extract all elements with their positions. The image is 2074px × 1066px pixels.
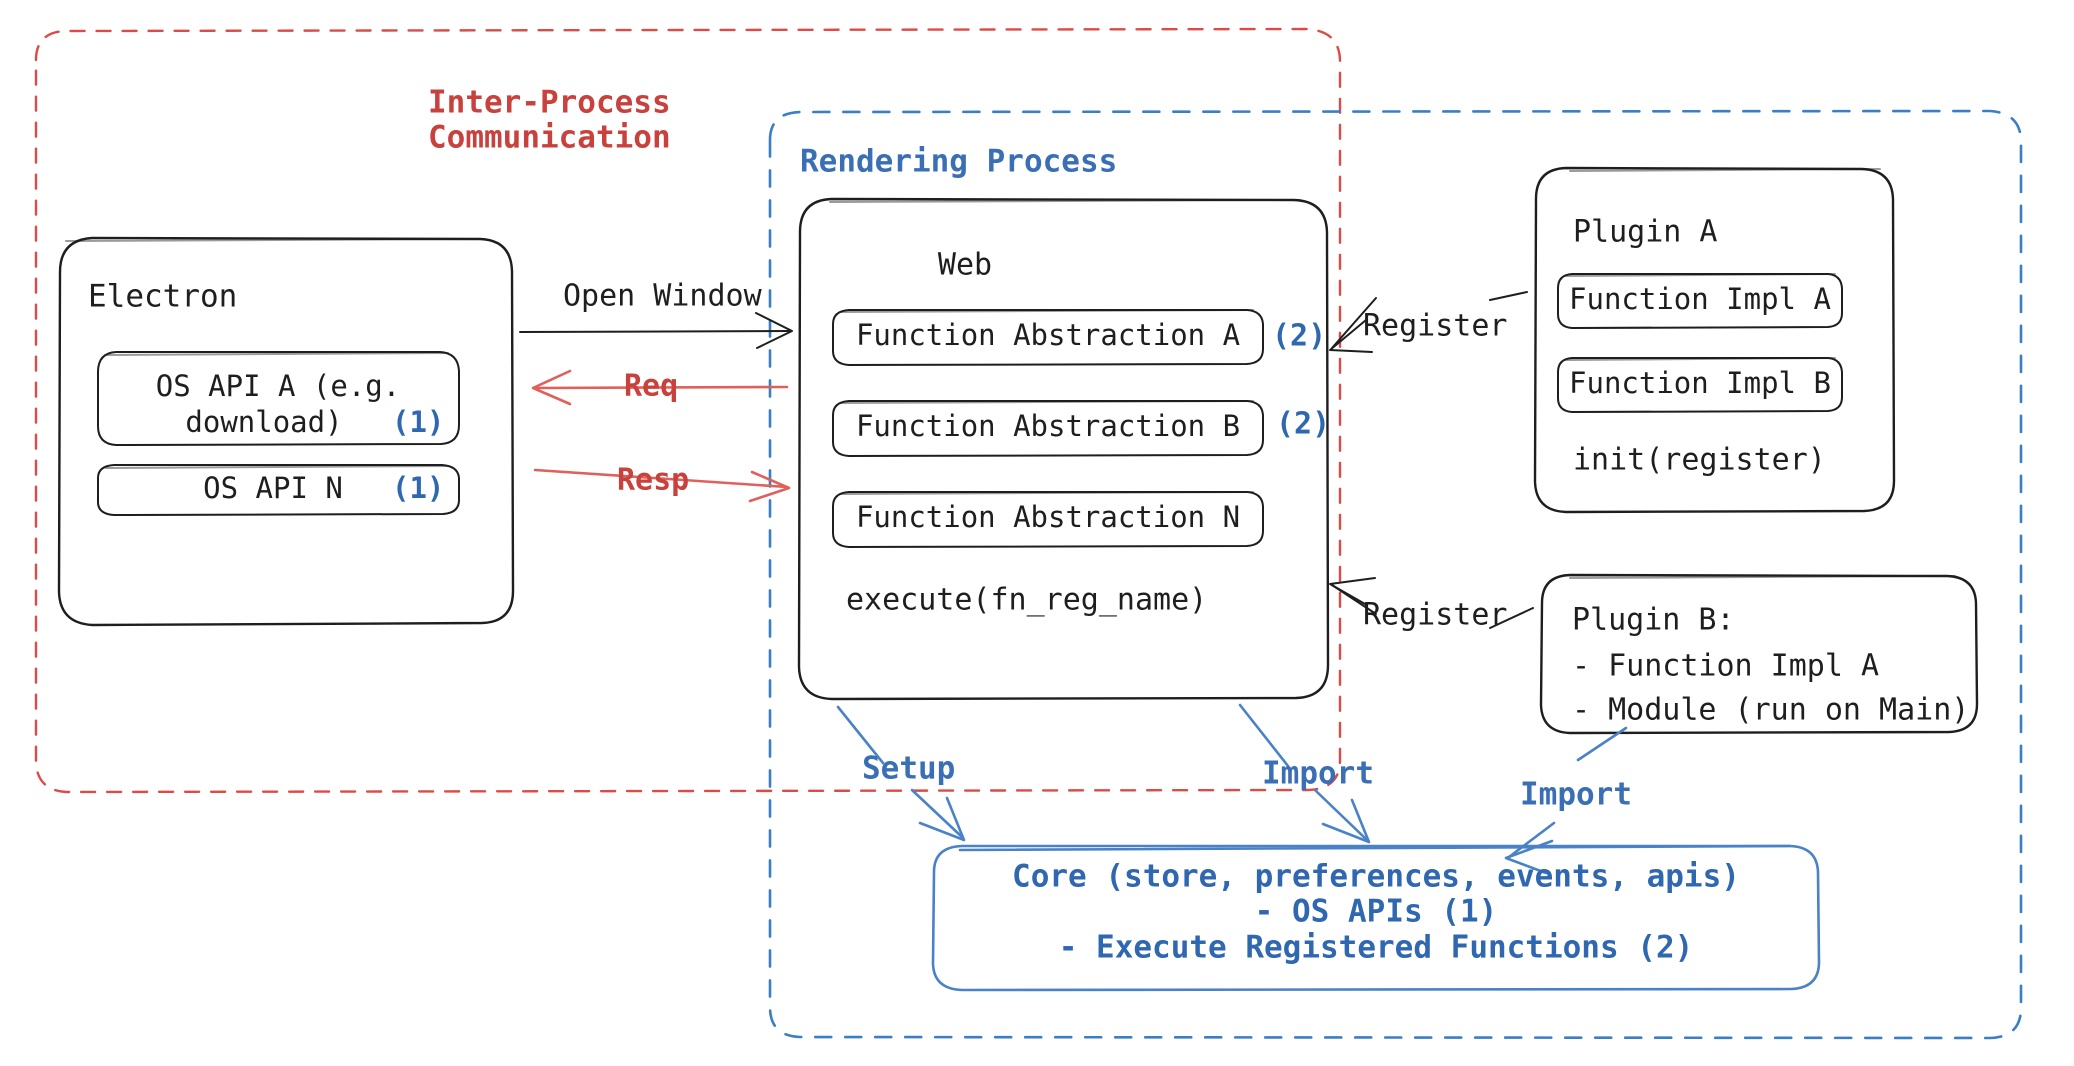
electron-item-os-api-a-marker: (1): [392, 405, 444, 439]
plugin-a-item-fn-impl-b[interactable]: [1557, 357, 1843, 413]
setup-arrow: [836, 705, 966, 842]
plugin-a-item-fn-impl-a-label: Function Impl A: [1569, 282, 1831, 316]
web-item-fn-abstraction-b-marker: (2): [1276, 407, 1330, 442]
ipc-label-line1: Inter-Process: [428, 85, 671, 121]
ipc-region: [34, 27, 1342, 794]
ipc-label-line2: Communication: [428, 120, 671, 156]
resp-label: Resp: [617, 463, 689, 498]
plugin-b-line-2: - Function Impl A: [1572, 649, 1879, 684]
web-title: Web: [938, 248, 992, 283]
web-item-fn-abstraction-n-label: Function Abstraction N: [856, 500, 1240, 534]
electron-box[interactable]: [57, 236, 515, 627]
resp-arrow: [533, 468, 791, 503]
electron-item-os-api-a-label-line1: OS API A (e.g.: [156, 369, 400, 403]
web-item-fn-abstraction-n[interactable]: [832, 491, 1264, 548]
req-label: Req: [624, 369, 678, 404]
web-item-fn-abstraction-a-label: Function Abstraction A: [856, 318, 1240, 352]
core-line-1: Core (store, preferences, events, apis): [1012, 859, 1740, 895]
rendering-process-region: [768, 109, 2023, 1040]
register-b-arrow: [1329, 577, 1534, 629]
plugin-b-line-3: - Module (run on Main): [1572, 693, 1969, 728]
import-web-label: Import: [1262, 756, 1374, 792]
electron-item-os-api-n-marker: (1): [392, 471, 444, 505]
electron-item-os-api-n-label: OS API N: [203, 471, 343, 505]
electron-item-os-api-a[interactable]: [97, 351, 460, 446]
core-line-3: - Execute Registered Functions (2): [1059, 930, 1694, 966]
web-box[interactable]: [797, 197, 1330, 701]
import-web-arrow: [1238, 703, 1371, 844]
register-a-label: Register: [1363, 309, 1508, 344]
register-b-label: Register: [1363, 598, 1508, 633]
plugin-a-title: Plugin A: [1573, 215, 1718, 250]
plugin-a-item-fn-impl-b-label: Function Impl B: [1569, 366, 1831, 400]
setup-label: Setup: [862, 751, 955, 787]
core-box[interactable]: [931, 844, 1821, 992]
plugin-a-footer-init: init(register): [1573, 443, 1826, 478]
plugin-b-box[interactable]: [1539, 573, 1979, 735]
web-item-fn-abstraction-b-label: Function Abstraction B: [856, 409, 1240, 443]
core-line-2: - OS APIs (1): [1255, 894, 1498, 930]
web-item-fn-abstraction-b[interactable]: [832, 400, 1264, 457]
open-window-label: Open Window: [563, 279, 763, 314]
plugin-b-line-1: Plugin B:: [1572, 603, 1735, 638]
register-a-arrow: [1329, 291, 1528, 353]
import-plugin-b-label: Import: [1520, 777, 1632, 813]
open-window-arrow: [519, 312, 793, 349]
req-arrow: [531, 369, 789, 406]
electron-item-os-api-a-label-line2: download): [185, 405, 342, 439]
electron-title: Electron: [88, 279, 237, 315]
web-footer-execute: execute(fn_reg_name): [846, 583, 1207, 618]
web-item-fn-abstraction-a-marker: (2): [1272, 319, 1326, 354]
plugin-a-item-fn-impl-a[interactable]: [1557, 273, 1843, 329]
plugin-a-box[interactable]: [1533, 166, 1896, 514]
web-item-fn-abstraction-a[interactable]: [832, 309, 1264, 366]
electron-item-os-api-n[interactable]: [97, 464, 460, 516]
rendering-process-label: Rendering Process: [800, 144, 1117, 180]
